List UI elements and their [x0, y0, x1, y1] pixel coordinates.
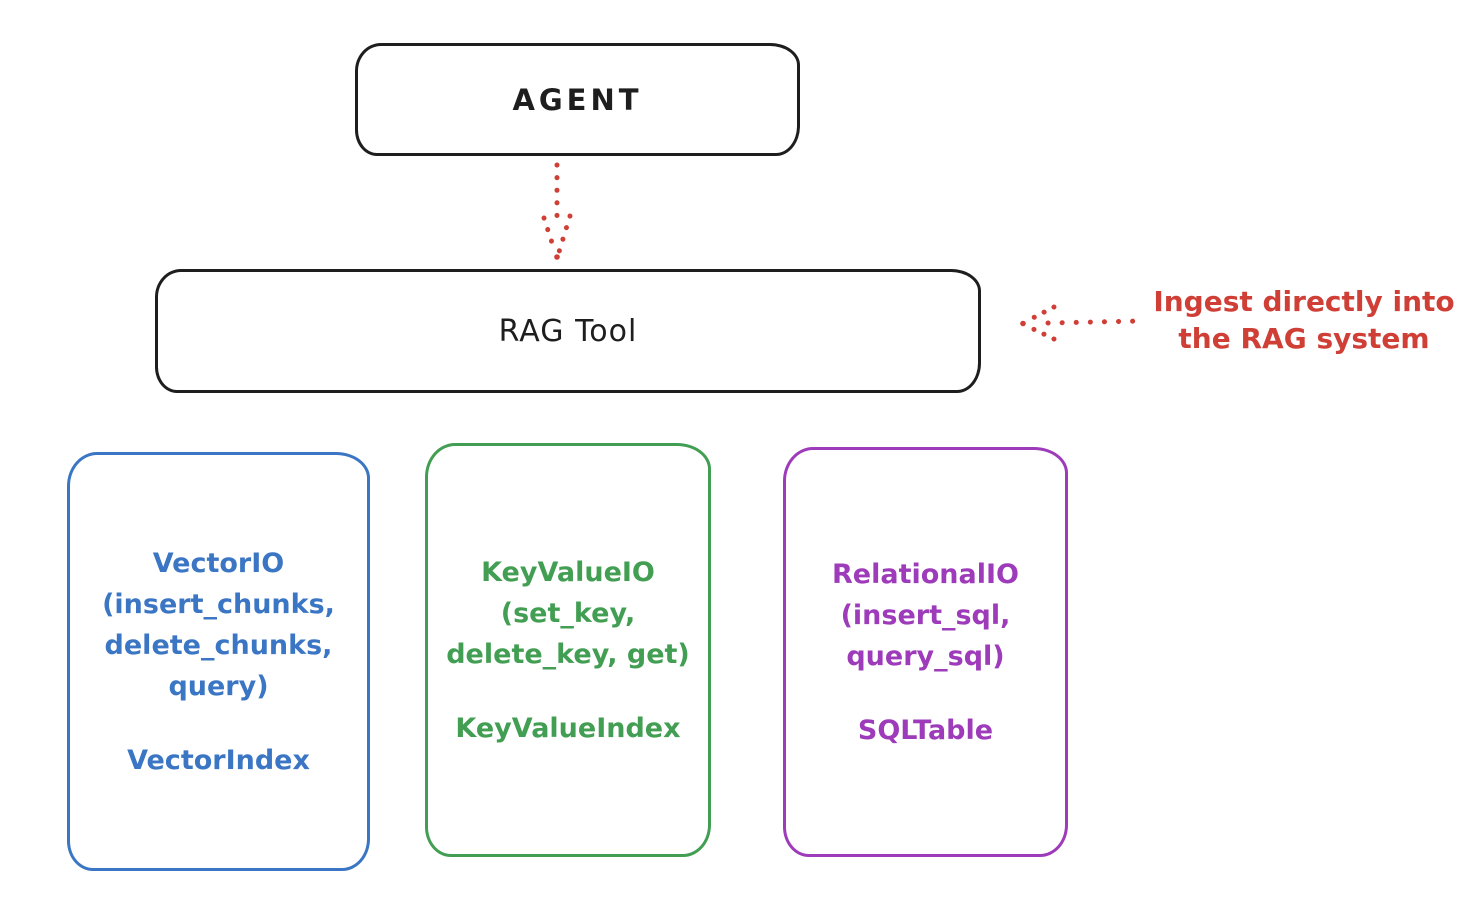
dotted-arrow-down-icon	[541, 162, 573, 260]
keyvalue-io-text: KeyValueIO (set_key, delete_key, get) Ke…	[446, 552, 690, 749]
node-line: (insert_chunks,	[102, 588, 335, 620]
sql-table-label: SQLTable	[857, 714, 994, 746]
node-line: KeyValueIO	[481, 556, 655, 588]
relational-io-text: RelationalIO (insert_sql, query_sql) SQL…	[832, 554, 1019, 751]
rag-tool-label: RAG Tool	[498, 313, 638, 349]
node-line: (set_key,	[500, 597, 636, 629]
node-line: delete_key, get)	[446, 638, 690, 670]
vector-io-text: VectorIO (insert_chunks, delete_chunks, …	[102, 543, 335, 781]
relational-io-node: RelationalIO (insert_sql, query_sql) SQL…	[783, 447, 1068, 857]
keyvalue-io-node: KeyValueIO (set_key, delete_key, get) Ke…	[425, 443, 711, 857]
ingest-annotation-line: Ingest directly into	[1153, 285, 1455, 318]
rag-tool-node: RAG Tool	[155, 269, 981, 393]
node-line: query)	[168, 670, 269, 702]
ingest-annotation-line: the RAG system	[1178, 322, 1430, 355]
vector-io-node: VectorIO (insert_chunks, delete_chunks, …	[67, 452, 370, 871]
node-line: delete_chunks,	[104, 629, 333, 661]
keyvalue-index-label: KeyValueIndex	[455, 712, 681, 744]
ingest-annotation: Ingest directly into the RAG system	[1138, 283, 1470, 357]
agent-label: AGENT	[512, 82, 643, 117]
vector-index-label: VectorIndex	[127, 744, 310, 776]
node-line: (insert_sql,	[840, 599, 1011, 631]
dotted-arrow-left-icon	[1020, 304, 1143, 342]
agent-node: AGENT	[355, 43, 800, 156]
node-line: RelationalIO	[832, 558, 1019, 590]
node-line: VectorIO	[152, 547, 285, 579]
node-line: query_sql)	[846, 640, 1005, 672]
